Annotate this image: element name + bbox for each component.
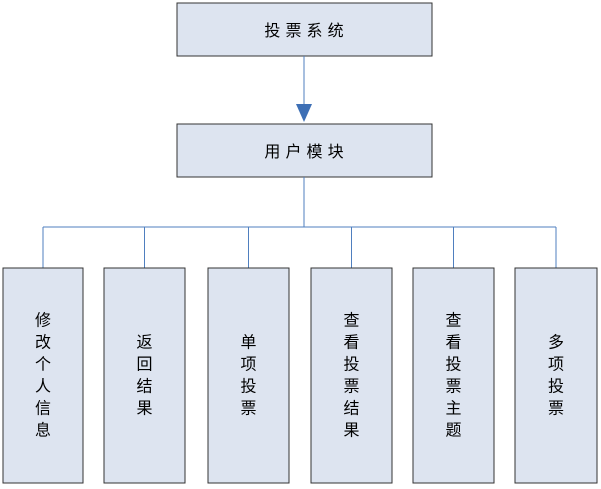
leaf-drop-connectors [42,227,557,268]
root-node-label: 投 票 系 统 [264,21,343,40]
leaf-node-label: 查看投票结果 [343,311,359,440]
leaf-nodes: 修改个人信息 返回结果 单项投票 查看投票结果 查看投票主题 多项投票 [2,267,598,484]
module-node: 用 户 模 块 [176,123,433,178]
leaf-node-box [310,267,393,484]
module-node-box [176,123,433,178]
leaf-node-label: 查看投票主题 [445,311,461,440]
leaf-node-label: 修改个人信息 [35,311,51,440]
root-node-box [176,2,433,57]
leaf-node-label: 返回结果 [136,333,152,418]
leaf-node: 单项投票 [207,267,290,484]
down-arrow-icon [296,104,312,122]
leaf-node: 返回结果 [103,267,186,484]
root-node: 投 票 系 统 [176,2,433,57]
leaf-node-label: 多项投票 [548,333,564,418]
leaf-node-box [514,267,598,484]
leaf-node: 多项投票 [514,267,598,484]
leaf-node-box [207,267,290,484]
leaf-node-label: 单项投票 [240,333,256,418]
leaf-node-box [412,267,495,484]
leaf-node: 修改个人信息 [2,267,84,484]
leaf-node: 查看投票结果 [310,267,393,484]
leaf-node-box [103,267,186,484]
leaf-node: 查看投票主题 [412,267,495,484]
leaf-node-box [2,267,84,484]
module-node-label: 用 户 模 块 [264,142,343,161]
